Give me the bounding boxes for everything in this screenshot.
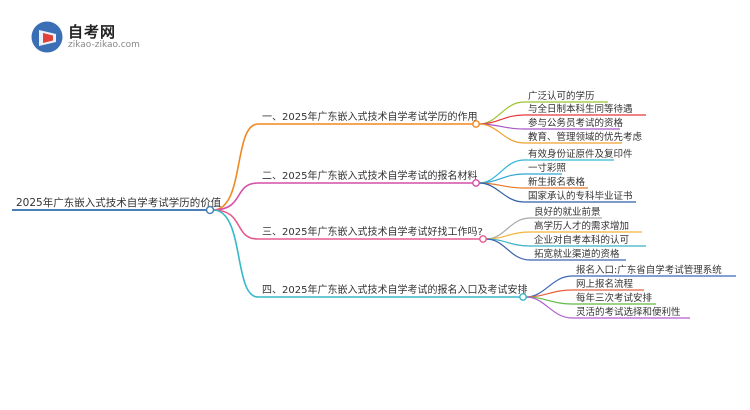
leaf-label: 广泛认可的学历 [528,90,595,102]
branch-connector [212,182,259,211]
leaf-connector [485,238,531,261]
leaf-connector [478,159,525,184]
branch-node [479,235,487,243]
leaf-label: 高学历人才的需求增加 [534,220,629,232]
leaf-label: 一寸彩照 [528,162,567,174]
branch-label: 三、2025年广东嵌入式技术自学考试好找工作吗? [262,225,483,238]
leaf-label: 与全日制本科生同等待遇 [528,103,633,115]
leaf-label: 教育、管理领域的优先考虑 [528,131,643,143]
leaf-label: 良好的就业前景 [534,206,601,218]
leaf-label: 网上报名流程 [576,278,634,290]
leaf-label: 新生报名表格 [528,176,586,188]
branch-node [519,293,527,301]
branch-label: 二、2025年广东嵌入式技术自学考试的报名材料 [262,169,477,182]
logo-title: 自考网 [68,23,117,41]
logo-domain: zikao-zikao.com [68,40,140,50]
leaf-connector [478,101,525,125]
leaf-connector [525,296,573,319]
branch-connector [212,209,259,298]
branch-connector [212,209,259,240]
leaf-label: 参与公务员考试的资格 [528,117,624,129]
leaf-label: 报名入口:广东省自学考试管理系统 [576,264,722,276]
leaf-connector [478,182,525,203]
root-node [205,205,215,215]
branch-node [472,120,480,128]
root-node-label: 2025年广东嵌入式技术自学考试学历的价值 [16,196,222,209]
leaf-label: 每年三次考试安排 [576,292,653,304]
logo: 自考网 zikao-zikao.com [30,20,150,54]
leaf-connector [478,123,525,144]
branch-label: 一、2025年广东嵌入式技术自学考试学历的作用 [262,110,477,123]
leaf-label: 企业对自考本科的认可 [534,234,629,246]
leaf-label: 拓宽就业渠道的资格 [534,248,620,260]
leaf-label: 灵活的考试选择和便利性 [576,306,681,318]
leaf-label: 有效身份证原件及复印件 [528,148,633,160]
leaf-label: 国家承认的专科毕业证书 [528,190,633,202]
logo-icon [31,21,63,53]
branch-label: 四、2025年广东嵌入式技术自学考试的报名入口及考试安排 [262,283,527,296]
branch-connector [212,123,259,211]
branch-node [472,179,480,187]
